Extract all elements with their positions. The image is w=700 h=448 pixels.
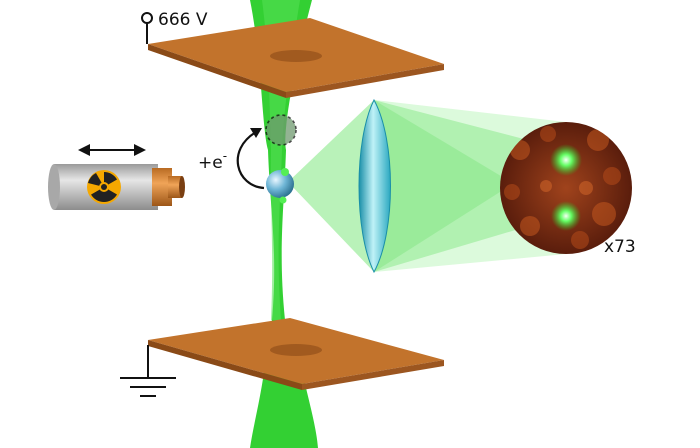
movement-double-arrow (78, 144, 146, 156)
charge-label: +e- (198, 149, 227, 173)
voltage-terminal-icon (141, 12, 153, 44)
ground-symbol-icon (120, 345, 176, 397)
top-electrode (148, 18, 444, 98)
magnification-label: x73 (604, 237, 636, 257)
voltage-label: 666 V (158, 10, 208, 30)
collection-lens (358, 98, 391, 274)
trapped-particle (266, 168, 294, 204)
charge-arrow (236, 128, 265, 190)
radioactive-source-icon (48, 164, 185, 210)
previous-particle-position (265, 114, 297, 146)
bottom-electrode (148, 318, 444, 390)
magnified-image-view (500, 122, 632, 254)
